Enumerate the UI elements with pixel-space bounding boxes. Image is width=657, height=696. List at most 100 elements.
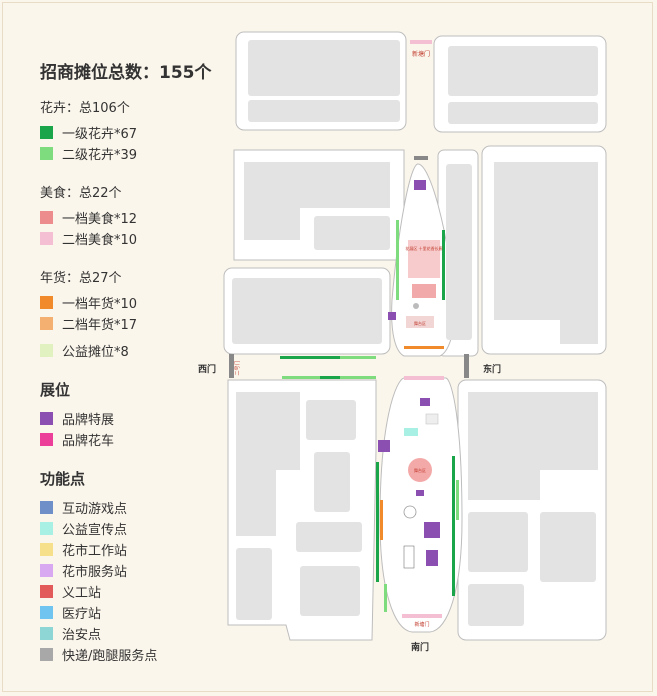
total-booths-title: 招商摊位总数：155个 (40, 63, 212, 83)
south-plaza-features (378, 398, 440, 569)
building (448, 46, 598, 96)
flower-booth-strip (340, 356, 376, 359)
work-station-swatch (40, 543, 53, 556)
north-box-label: 舞台区 (414, 320, 426, 326)
legend-item-goods-grade1: 一档年货*10 (40, 292, 230, 313)
brand-exhibit-booth (424, 522, 440, 538)
gate-posts (229, 156, 469, 378)
building (494, 162, 598, 344)
flower-booth-strip (320, 376, 340, 379)
legend-label: 品牌花车 (62, 434, 115, 449)
legend-label: 二档美食*10 (62, 233, 138, 248)
west-gate-tag: 二号门 (234, 360, 241, 375)
legend-label: 互动游戏点 (62, 502, 128, 517)
building (236, 392, 300, 536)
legend-item-brand-float: 品牌花车 (40, 429, 230, 450)
building (300, 566, 360, 616)
legend-label: 公益摊位*8 (62, 345, 129, 360)
east-gate-label: 东门 (483, 363, 501, 375)
brand-exhibit-booth (416, 490, 424, 496)
flower-grade1-swatch (40, 126, 53, 139)
flower-booth-strip (442, 230, 445, 300)
building (248, 100, 400, 122)
brand-exhibit-booth (420, 398, 430, 406)
east-gate-post (464, 354, 469, 378)
building (540, 512, 596, 582)
brand-exhibit-booth (378, 440, 390, 452)
volunteer-swatch (40, 585, 53, 598)
building (236, 548, 272, 620)
goods-booth-strip (380, 500, 383, 540)
building (244, 162, 390, 240)
west-gate-post (229, 354, 234, 378)
charity-promo-swatch (40, 522, 53, 535)
food-grade2-swatch (40, 232, 53, 245)
charity-swatch (40, 344, 53, 357)
legend-label: 一档美食*12 (62, 212, 138, 227)
food-block (412, 284, 436, 298)
flower-booth-strip (376, 462, 379, 582)
building (468, 512, 528, 572)
marker (403, 505, 417, 519)
building (306, 400, 356, 440)
food-booth-strip (402, 614, 442, 618)
legend-label: 一档年货*10 (62, 297, 138, 312)
brand-float-swatch (40, 433, 53, 446)
legend-label: 一级花卉*67 (62, 127, 138, 142)
game-point-swatch (40, 501, 53, 514)
medical-swatch (40, 606, 53, 619)
legend-item-volunteer: 义工站 (40, 581, 230, 602)
charity-promo-point (404, 428, 418, 436)
legend-item-flower-grade1: 一级花卉*67 (40, 122, 230, 143)
building (296, 522, 362, 552)
flower-booth-strip (396, 220, 399, 300)
north-gate-post (414, 156, 428, 160)
building (448, 102, 598, 124)
flower-grade2-swatch (40, 147, 53, 160)
legend-panel: 招商摊位总数：155个 花卉：总106个 一级花卉*67 二级花卉*39 美食：… (40, 58, 230, 665)
food-booth-strip (410, 40, 432, 44)
center-circle-label: 舞台区 (414, 467, 426, 473)
gate-labels: 新塘门 西门 二号门 东门 南门 新塘门 花展区 十里花香长廊 舞台区 舞台区 (198, 50, 501, 653)
legend-label: 花市工作站 (62, 544, 128, 559)
stage-box (406, 316, 434, 328)
marker (413, 303, 419, 309)
plaza-south (379, 377, 463, 633)
building (232, 278, 382, 344)
booth-strips (280, 40, 459, 618)
marker (403, 545, 415, 569)
exhibit-section-title: 展位 (40, 381, 71, 399)
goods-group-title: 年货：总27个 (40, 271, 122, 286)
legend-label: 花市服务站 (62, 565, 128, 580)
legend-item-charity: 公益摊位*8 (40, 340, 230, 361)
goods-grade2-swatch (40, 317, 53, 330)
legend-item-game-point: 互动游戏点 (40, 497, 230, 518)
delivery-swatch (40, 648, 53, 661)
north-plaza-features (388, 180, 440, 328)
legend-item-medical: 医疗站 (40, 602, 230, 623)
legend-label: 公益宣传点 (62, 523, 128, 538)
brand-exhibit-booth (426, 550, 438, 566)
north-stage-label: 花展区 十里花香长廊 (405, 245, 442, 251)
building (314, 452, 350, 512)
food-group-title: 美食：总22个 (40, 186, 122, 201)
legend-item-delivery: 快递/跑腿服务点 (40, 644, 230, 665)
building (468, 584, 524, 626)
south-gate-label: 南门 (411, 641, 429, 653)
buildings (232, 40, 598, 626)
legend-label: 快递/跑腿服务点 (62, 649, 158, 664)
stage-area (408, 240, 440, 278)
security-swatch (40, 627, 53, 640)
south-gate-tag: 新塘门 (414, 621, 429, 628)
legend-item-work-station: 花市工作站 (40, 539, 230, 560)
flower-booth-strip (456, 480, 459, 520)
legend-label: 治安点 (62, 628, 102, 643)
goods-booth-strip (404, 346, 444, 349)
goods-grade1-swatch (40, 296, 53, 309)
brand-exhibit-swatch (40, 412, 53, 425)
flower-booth-strip (452, 456, 455, 596)
service-station-swatch (40, 564, 53, 577)
functions-section-title: 功能点 (40, 470, 86, 488)
stage-circle (408, 458, 432, 482)
